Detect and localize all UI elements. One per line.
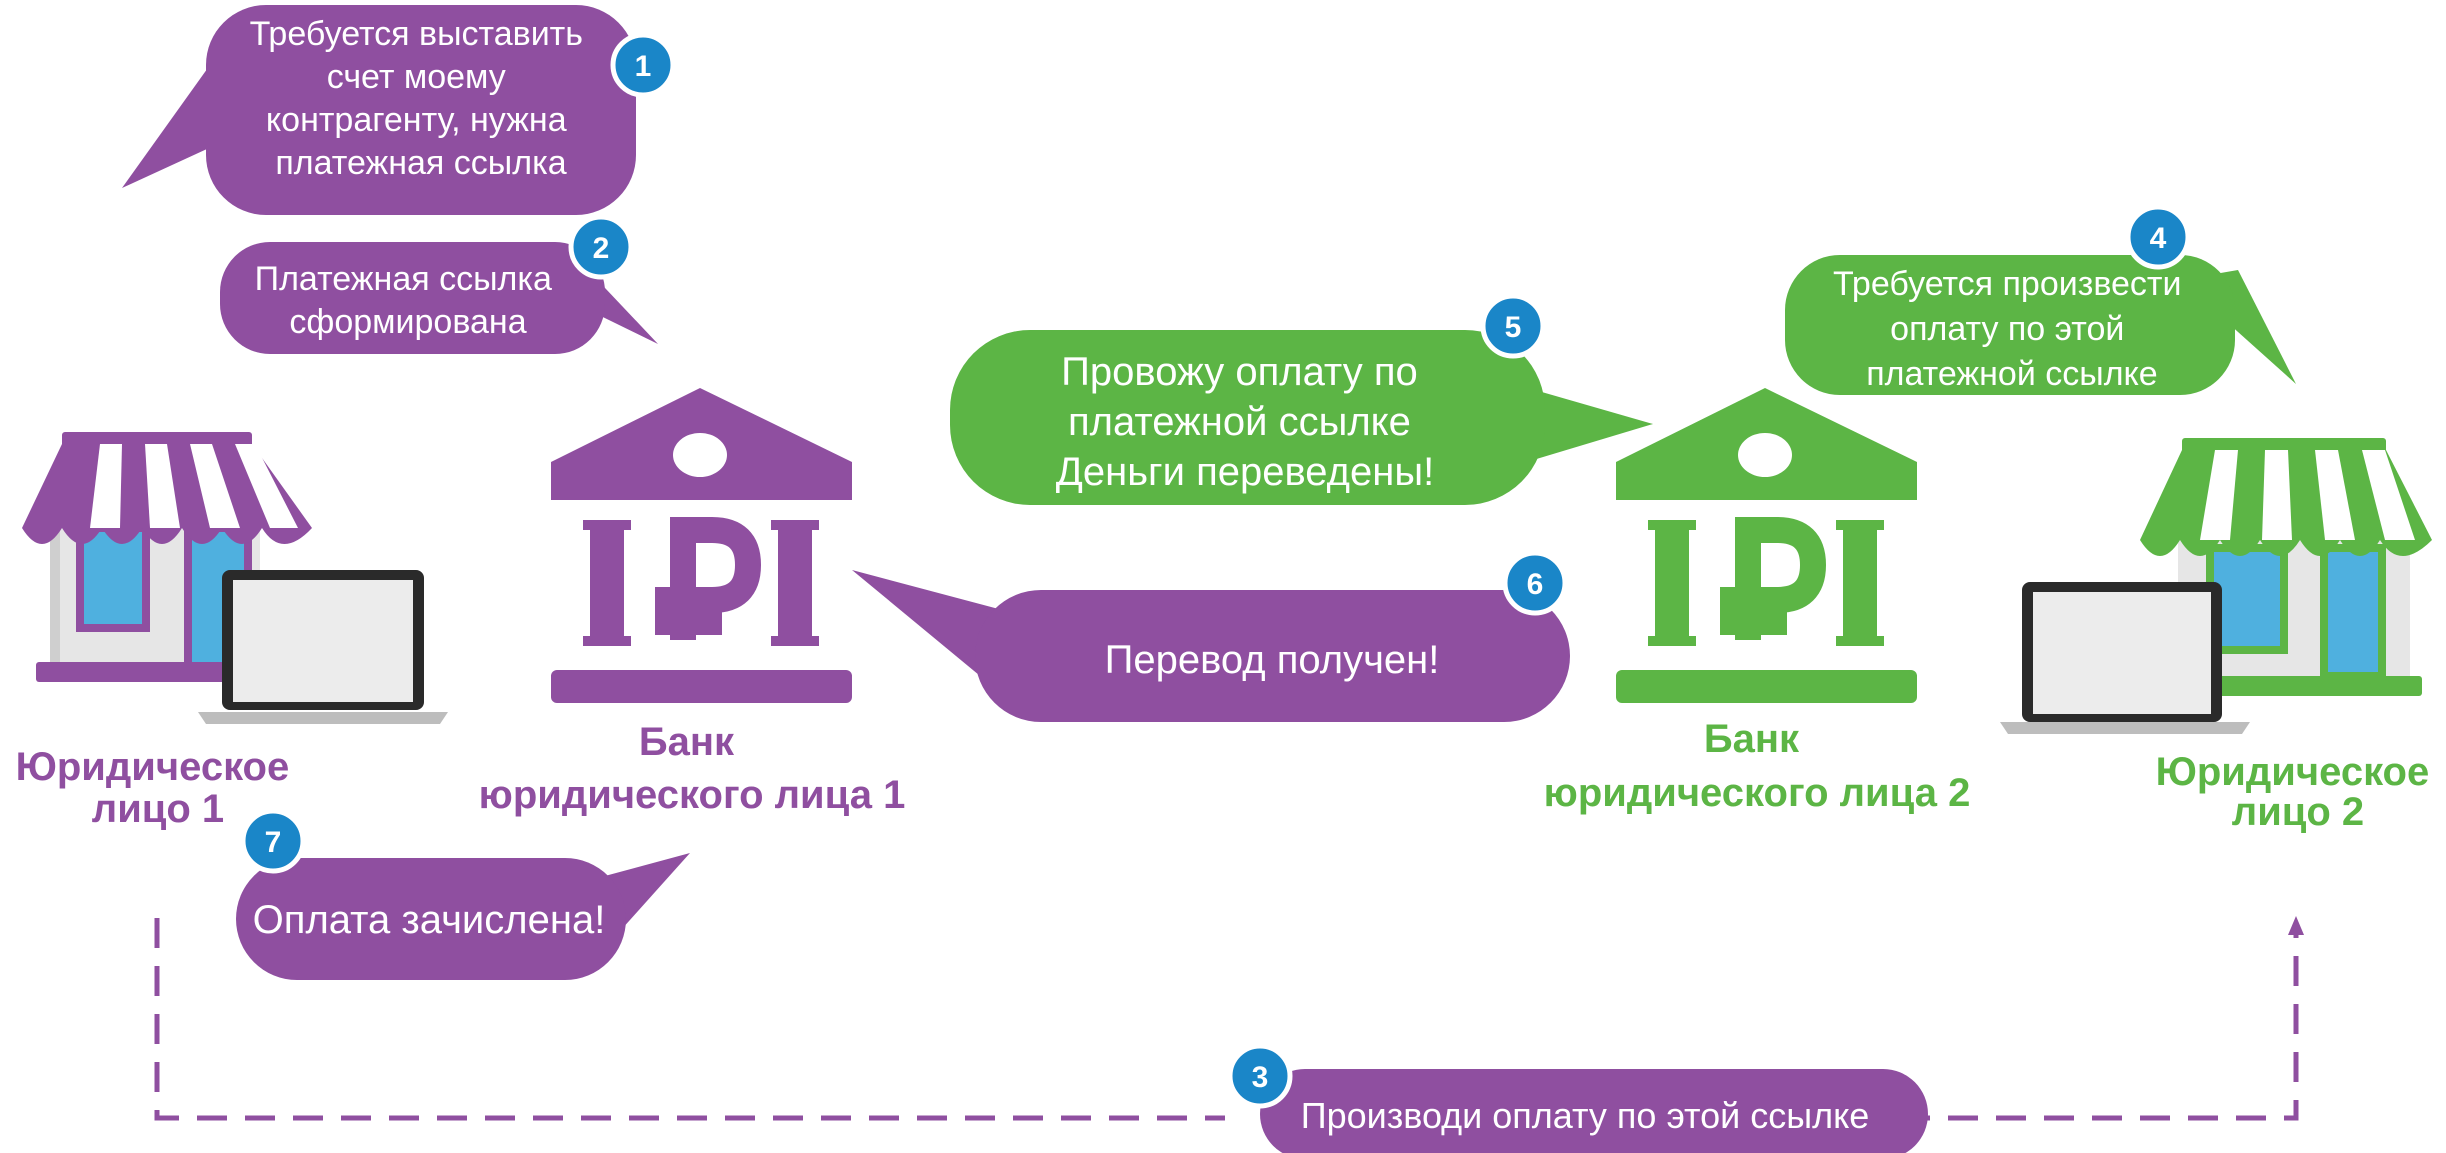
speech-bubble-step-3: Производи оплату по этой ссылке bbox=[1260, 1069, 1928, 1153]
step-badge-4: 4 bbox=[2125, 204, 2191, 270]
step-badge-7: 7 bbox=[240, 808, 306, 874]
company-1-label: Юридическое лицо 1 bbox=[16, 745, 301, 831]
svg-text:1: 1 bbox=[635, 50, 652, 83]
bank-1-icon bbox=[551, 388, 852, 703]
arrow-head-icon bbox=[2288, 916, 2304, 935]
svg-text:6: 6 bbox=[1527, 568, 1544, 601]
step-badge-6: 6 bbox=[1502, 550, 1568, 616]
step-7-text: Оплата зачислена! bbox=[253, 898, 606, 942]
speech-bubble-step-5: Провожу оплату по платежной ссылке Деньг… bbox=[950, 330, 1653, 505]
step-5-text: Провожу оплату по платежной ссылке Деньг… bbox=[1056, 350, 1434, 494]
step-badge-3: 3 bbox=[1227, 1043, 1293, 1109]
step-badge-5: 5 bbox=[1480, 293, 1546, 359]
storefront-2-icon bbox=[2140, 438, 2432, 696]
step-3-text: Производи оплату по этой ссылке bbox=[1301, 1095, 1870, 1136]
svg-text:4: 4 bbox=[2150, 222, 2167, 255]
laptop-1-icon bbox=[198, 570, 448, 724]
bank-2-label: Банк юридического лица 2 bbox=[1544, 717, 1971, 815]
svg-text:7: 7 bbox=[265, 826, 282, 859]
speech-bubble-step-7: Оплата зачислена! bbox=[236, 853, 690, 980]
step-badge-1: 1 bbox=[610, 32, 676, 98]
company-2-label: Юридическое лицо 2 bbox=[2156, 750, 2441, 834]
step-1-text: Требуется выставить счет моему контраген… bbox=[250, 15, 593, 182]
bank-2-icon bbox=[1616, 388, 1917, 703]
ruble-icon bbox=[1720, 517, 1827, 640]
step-2-text: Платежная ссылка сформирована bbox=[255, 260, 562, 341]
svg-text:5: 5 bbox=[1505, 311, 1522, 344]
laptop-2-icon bbox=[2000, 582, 2250, 734]
speech-bubble-step-4: Требуется произвести оплату по этой плат… bbox=[1785, 255, 2296, 395]
step-6-text: Перевод получен! bbox=[1105, 638, 1440, 682]
step-badge-2: 2 bbox=[568, 214, 634, 280]
speech-bubble-step-2: Платежная ссылка сформирована bbox=[220, 242, 658, 354]
ruble-icon bbox=[655, 517, 762, 640]
speech-bubble-step-1: Требуется выставить счет моему контраген… bbox=[122, 5, 636, 215]
dashed-flow-arrow bbox=[154, 916, 2304, 1121]
svg-text:3: 3 bbox=[1252, 1061, 1269, 1094]
speech-bubble-step-6: Перевод получен! bbox=[852, 570, 1570, 722]
step-4-text: Требуется произвести оплату по этой плат… bbox=[1833, 265, 2191, 393]
svg-text:2: 2 bbox=[593, 232, 610, 265]
bank-1-label: Банк юридического лица 1 bbox=[479, 720, 906, 817]
